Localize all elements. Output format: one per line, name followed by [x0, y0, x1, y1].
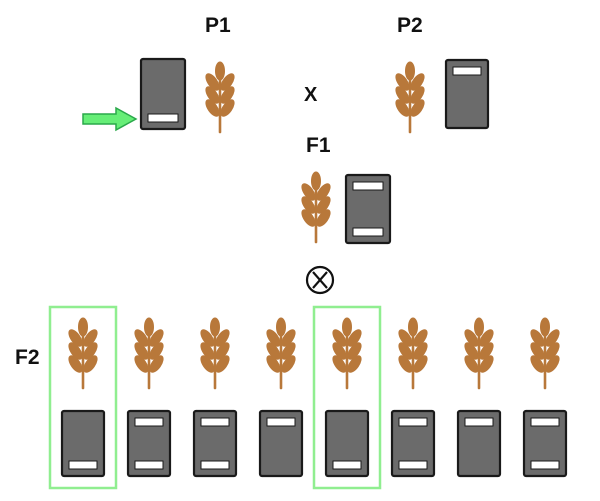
- wheat-ear-icon: [131, 316, 167, 390]
- marker-band-bottom: [332, 460, 362, 470]
- wheat-ear-icon: [461, 316, 497, 390]
- f2-chromosome: [126, 409, 172, 478]
- marker-band-bottom: [147, 113, 179, 123]
- f1-label: F1: [306, 134, 331, 157]
- f1-chromosome: [344, 173, 392, 245]
- f2-plant: [312, 305, 382, 490]
- f2-plant: [390, 316, 436, 478]
- marker-band-top: [530, 417, 560, 427]
- selection-box: [312, 305, 382, 490]
- f2-plant: [258, 316, 304, 478]
- wheat-ear-icon: [197, 316, 233, 390]
- marker-band-bottom: [68, 460, 98, 470]
- marker-band-bottom: [134, 460, 164, 470]
- f2-plant: [522, 316, 568, 478]
- wheat-ear-icon: [329, 316, 365, 390]
- marker-band-top: [266, 417, 296, 427]
- marker-band-top: [452, 66, 482, 76]
- right-arrow-icon: [82, 106, 138, 132]
- f2-chromosome: [192, 409, 238, 478]
- marker-band-top: [464, 417, 494, 427]
- f2-progeny-row: [48, 305, 568, 490]
- marker-band-bottom: [398, 460, 428, 470]
- f2-plant: [456, 316, 502, 478]
- f2-chromosome: [258, 409, 304, 478]
- wheat-ear-icon: [263, 316, 299, 390]
- wheat-ear-icon: [65, 316, 101, 390]
- f2-plant: [192, 316, 238, 478]
- marker-band-bottom: [352, 227, 384, 237]
- wheat-ear-icon: [527, 316, 563, 390]
- marker-band-top: [352, 181, 384, 191]
- marker-band-top: [134, 417, 164, 427]
- f2-plant: [126, 316, 172, 478]
- f2-label: F2: [15, 346, 40, 369]
- p2-chromosome: [444, 58, 490, 130]
- f2-chromosome: [60, 409, 106, 478]
- marker-band-bottom: [530, 460, 560, 470]
- f1-wheat-icon: [298, 170, 334, 244]
- f2-chromosome: [390, 409, 436, 478]
- p2-wheat-icon: [392, 60, 428, 134]
- marker-band-bottom: [200, 460, 230, 470]
- marker-band-top: [200, 417, 230, 427]
- p1-label: P1: [205, 14, 231, 37]
- f2-chromosome: [324, 409, 370, 478]
- selection-box: [48, 305, 118, 490]
- wheat-ear-icon: [395, 316, 431, 390]
- f2-chromosome: [456, 409, 502, 478]
- p1-wheat-icon: [202, 60, 238, 134]
- marker-band-top: [398, 417, 428, 427]
- f2-plant: [48, 305, 118, 490]
- cross-symbol: X: [304, 84, 318, 106]
- circled-x-icon: [305, 265, 335, 295]
- f2-chromosome: [522, 409, 568, 478]
- p2-label: P2: [397, 14, 423, 37]
- p1-chromosome: [139, 57, 187, 131]
